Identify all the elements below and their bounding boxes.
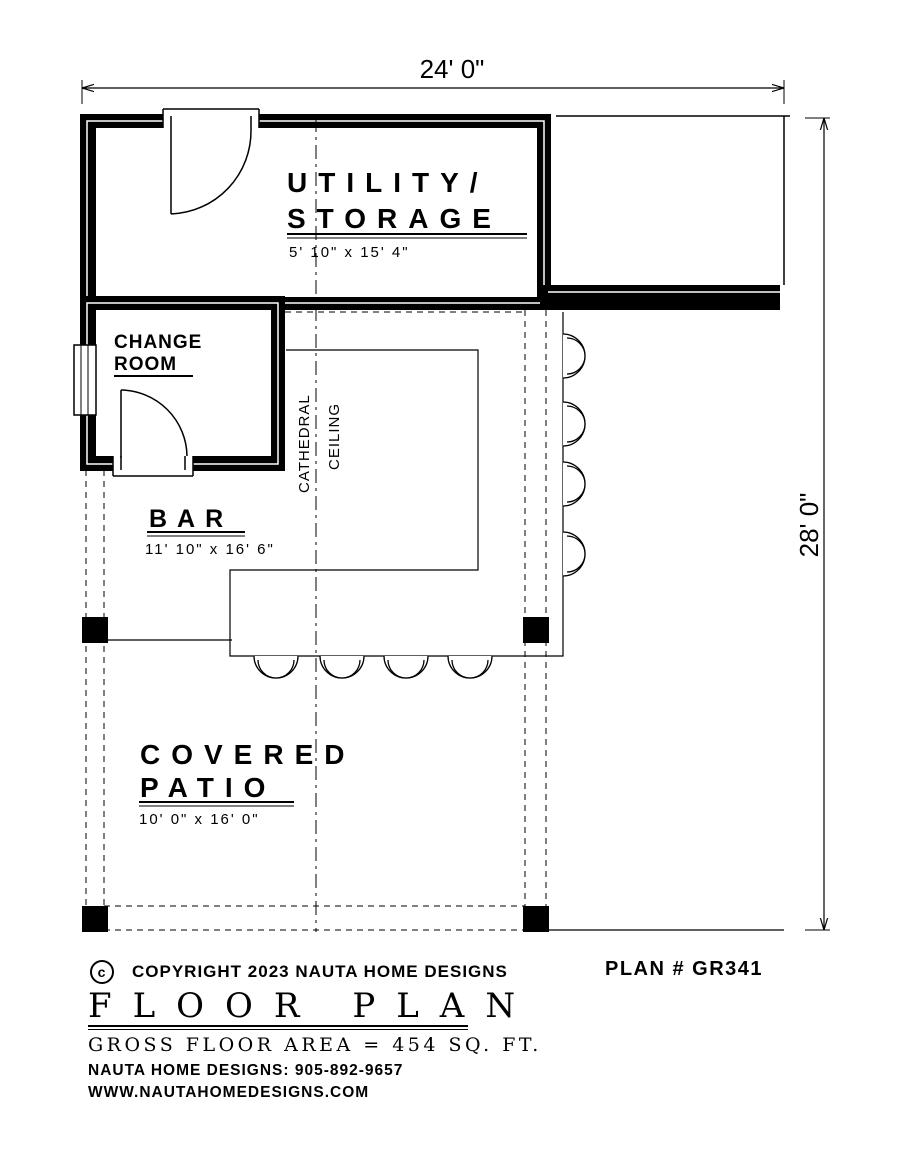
- change-room-door: [120, 389, 188, 458]
- bar-size: 11' 10" x 16' 6": [145, 541, 275, 558]
- utility-size: 5' 10" x 15' 4": [289, 244, 410, 261]
- designer-website: WWW.NAUTAHOMEDESIGNS.COM: [88, 1084, 370, 1101]
- copyright-icon: c: [90, 960, 114, 984]
- depth-dimension-label: 28' 0": [794, 493, 824, 558]
- patio-name-line1: COVERED: [140, 739, 355, 770]
- utility-name-line1: UTILITY/: [287, 167, 489, 198]
- utility-room-label: UTILITY/ STORAGE 5' 10" x 15' 4": [287, 167, 527, 261]
- copyright-text: COPYRIGHT 2023 NAUTA HOME DESIGNS: [132, 962, 508, 981]
- designer-phone: NAUTA HOME DESIGNS: 905-892-9657: [88, 1062, 404, 1079]
- change-name-line2: ROOM: [114, 354, 177, 375]
- change-room-label: CHANGE ROOM: [114, 332, 202, 377]
- bar-stool: [562, 531, 586, 577]
- bar-label: BAR 11' 10" x 16' 6": [145, 505, 275, 558]
- bar-stools: [253, 333, 586, 679]
- post: [82, 617, 108, 643]
- utility-door: [170, 129, 252, 215]
- bar-stool: [319, 655, 365, 679]
- bar-name: BAR: [149, 505, 233, 533]
- patio-label: COVERED PATIO 10' 0" x 16' 0": [139, 739, 355, 828]
- cathedral-ceiling-label: CATHEDRAL CEILING: [296, 394, 343, 493]
- post: [523, 617, 549, 643]
- post: [82, 906, 108, 932]
- depth-dimension: 28' 0": [794, 117, 830, 931]
- width-dimension: 24' 0": [81, 54, 785, 104]
- patio-name-line2: PATIO: [140, 772, 276, 803]
- post: [523, 906, 549, 932]
- bar-stool: [383, 655, 429, 679]
- bar-stool: [253, 655, 299, 679]
- ceiling-line1: CATHEDRAL: [296, 394, 313, 493]
- side-wall-extension: [540, 115, 790, 310]
- bar-stool: [562, 333, 586, 379]
- drawing-title: FLOOR PLAN: [88, 986, 537, 1026]
- patio-size: 10' 0" x 16' 0": [139, 811, 260, 828]
- change-room-walls: [73, 296, 285, 478]
- bar-counter: [229, 312, 564, 657]
- utility-name-line2: STORAGE: [287, 203, 502, 234]
- width-dimension-label: 24' 0": [420, 54, 485, 84]
- bar-stool: [562, 461, 586, 507]
- floor-plan-drawing: 24' 0" 28' 0": [73, 54, 830, 932]
- patio-perimeter: [82, 310, 784, 932]
- title-underline: [88, 1025, 468, 1027]
- bar-stool: [447, 655, 493, 679]
- bar-stool: [562, 401, 586, 447]
- title-underline-thin: [88, 1029, 468, 1030]
- copyright-line: c COPYRIGHT 2023 NAUTA HOME DESIGNS: [90, 960, 508, 984]
- ceiling-line2: CEILING: [326, 403, 343, 470]
- gross-floor-area: GROSS FLOOR AREA = 454 SQ. FT.: [88, 1034, 542, 1056]
- change-name-line1: CHANGE: [114, 332, 202, 353]
- plan-number: PLAN # GR341: [605, 958, 764, 980]
